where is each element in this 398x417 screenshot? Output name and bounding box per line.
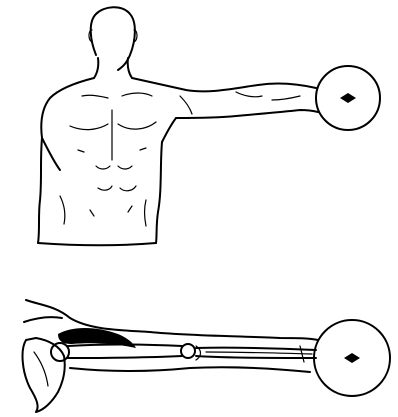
scapula (23, 338, 65, 412)
interosseous-line (206, 352, 312, 354)
arm-lower-contour (70, 367, 310, 372)
abdomen-line-1 (96, 166, 110, 169)
right-arm-bottom (176, 110, 318, 118)
oblique-right (145, 200, 147, 226)
left-shoulder (41, 78, 94, 138)
pectoral-left (70, 124, 108, 130)
torso-bottom (38, 243, 156, 245)
deltoid-line (180, 96, 192, 114)
neck-right (128, 58, 132, 78)
humeral-head (51, 343, 69, 361)
right-torso-side (156, 142, 162, 243)
frontal-view-panel (38, 7, 380, 245)
scapula-detail (34, 352, 48, 386)
weight-center-top (340, 93, 356, 103)
forearm-line (272, 96, 300, 100)
abdomen-line-3 (98, 186, 112, 190)
shoulder-top (24, 317, 62, 322)
left-torso-side (38, 138, 42, 243)
lateral-view-panel (23, 300, 390, 412)
abdomen-line-4 (120, 186, 136, 191)
neck-left (94, 58, 98, 78)
ulna-bone (196, 356, 316, 358)
weight-center-bottom (344, 353, 360, 363)
left-arm-stub (42, 138, 60, 170)
right-axilla (162, 118, 176, 142)
abdomen-line-2 (118, 166, 132, 169)
humerus-lower (68, 356, 182, 358)
pectoral-right (118, 122, 156, 129)
rib-mark-2 (140, 148, 146, 150)
right-shoulder-top (132, 78, 316, 91)
clavicle-right (122, 93, 152, 96)
biceps-line (236, 92, 262, 97)
radius-bone (196, 348, 316, 350)
rib-mark-4 (128, 206, 132, 212)
rib-mark-3 (90, 210, 94, 216)
rib-mark-1 (78, 150, 84, 152)
elbow-joint (181, 344, 195, 358)
clavicle-left (82, 95, 108, 98)
oblique-left (60, 196, 65, 224)
